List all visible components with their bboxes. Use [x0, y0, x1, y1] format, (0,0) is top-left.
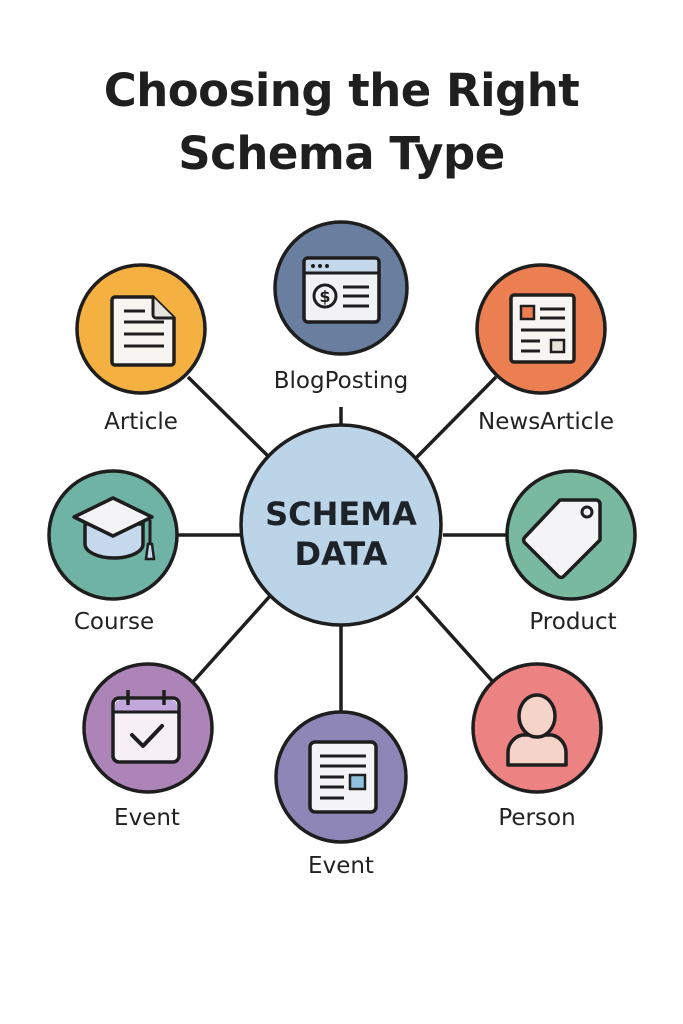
label-product: Product: [529, 609, 617, 635]
label-course: Course: [73, 609, 155, 635]
label-article: Article: [104, 409, 178, 435]
center-node: [239, 423, 443, 627]
newspaper-icon: [509, 293, 576, 364]
center-label-line1: SCHEMA: [265, 495, 417, 533]
browser-dollar-icon: $: [302, 256, 381, 324]
connector-lines: [177, 375, 508, 712]
label-newsarticle: NewsArticle: [478, 409, 614, 435]
node-article[interactable]: [75, 263, 207, 395]
label-event-left: Event: [114, 805, 180, 831]
node-product[interactable]: [505, 469, 637, 601]
document-icon: [110, 295, 176, 367]
document-image-icon: [308, 740, 378, 814]
title-line-2: Schema Type: [178, 127, 505, 180]
label-blogposting: BlogPosting: [273, 368, 409, 394]
node-course[interactable]: [47, 469, 179, 601]
graduation-cap-icon: [72, 496, 156, 561]
person-icon: [506, 693, 568, 767]
node-blogposting[interactable]: $: [273, 220, 409, 356]
connector-person: [414, 594, 496, 685]
node-event-calendar[interactable]: [82, 662, 214, 794]
svg-text:$: $: [319, 287, 330, 306]
connector-newsarticle: [414, 375, 498, 460]
title-line-1: Choosing the Right: [103, 64, 580, 117]
connector-event-left: [190, 594, 272, 685]
node-newsarticle[interactable]: [475, 263, 607, 395]
calendar-check-icon: [111, 690, 181, 764]
node-event-document[interactable]: [274, 710, 408, 844]
label-person: Person: [498, 805, 576, 831]
price-tag-icon: [521, 498, 602, 580]
center-label-line2: DATA: [294, 535, 388, 573]
label-event-center: Event: [308, 853, 374, 879]
node-person[interactable]: [471, 662, 603, 794]
connector-article: [186, 375, 272, 460]
